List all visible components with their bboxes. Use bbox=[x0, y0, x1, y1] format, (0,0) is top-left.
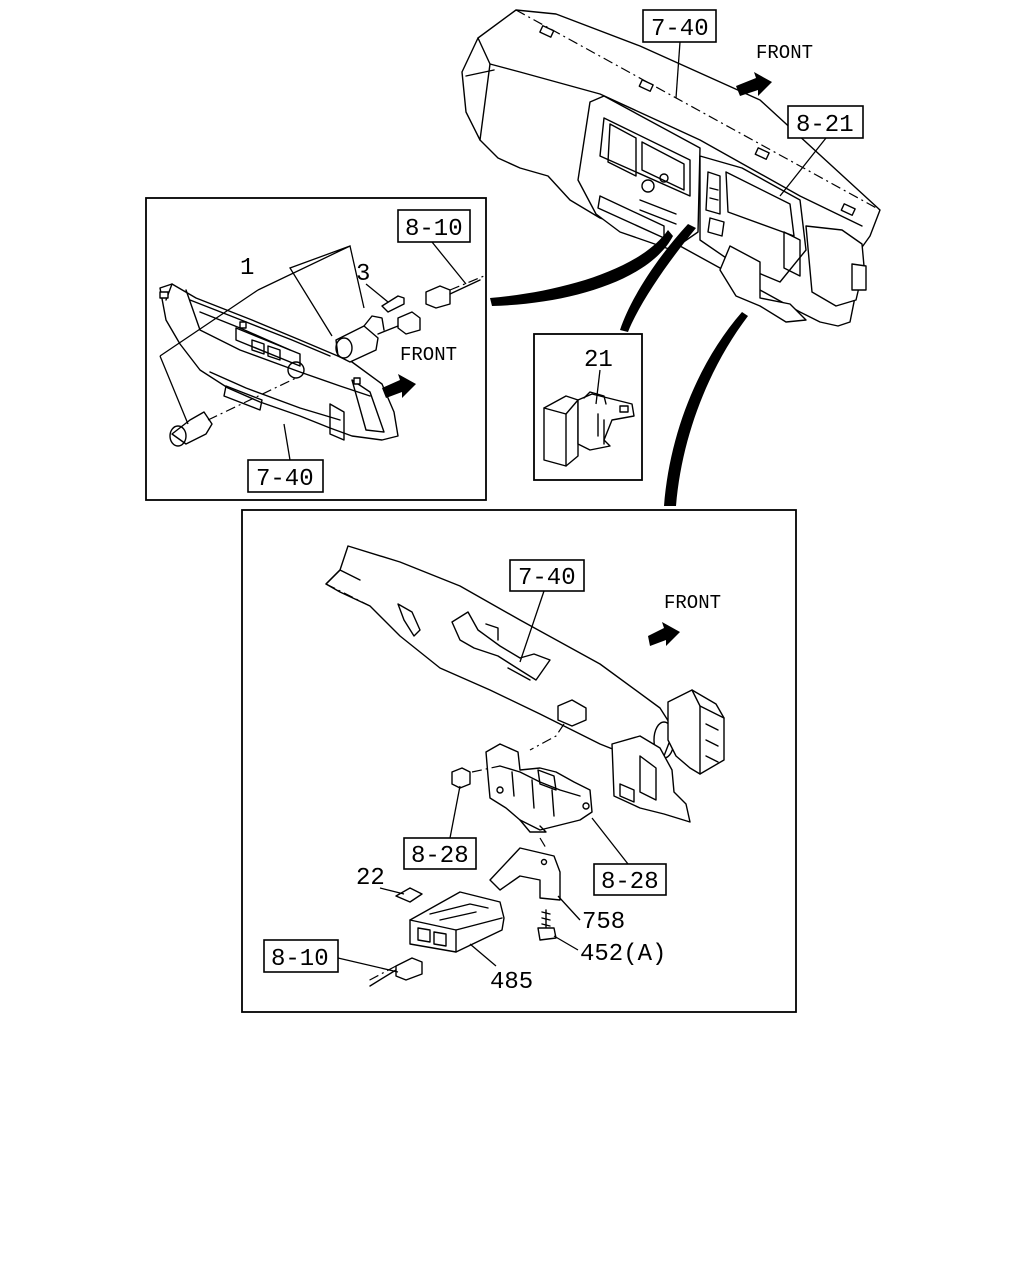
bulb bbox=[381, 295, 405, 313]
ref-box-relay-harness bbox=[263, 939, 339, 973]
bolt-bottom bbox=[537, 909, 557, 941]
ref-cross-beam: 7-40 bbox=[518, 565, 576, 592]
frame-switch-detail bbox=[533, 333, 643, 481]
harness-connector bbox=[425, 275, 485, 309]
leader-panel-harness bbox=[431, 241, 467, 285]
leader-cross-beam bbox=[519, 590, 545, 663]
dashboard-overview-illustration bbox=[461, 9, 881, 327]
switch-panel-illustration bbox=[159, 283, 399, 441]
ref-panel-dash: 7-40 bbox=[256, 466, 314, 493]
ref-meter: 8-21 bbox=[796, 112, 854, 139]
callout-to-switch-panel bbox=[490, 230, 673, 306]
ref-box-panel-dash bbox=[247, 459, 324, 493]
blower-unit bbox=[667, 689, 725, 775]
label-plate bbox=[395, 887, 423, 903]
leader-socket-knob bbox=[159, 355, 189, 425]
leader-relay-harness bbox=[337, 957, 399, 973]
part-number-socket: 1 bbox=[240, 255, 254, 282]
leader-socket bbox=[159, 245, 365, 357]
part-number-bracket: 758 bbox=[582, 909, 625, 936]
cigarette-lighter-socket bbox=[335, 315, 385, 363]
leader-panel-dash bbox=[283, 423, 291, 461]
connector-small bbox=[377, 311, 421, 335]
part-number-module: 485 bbox=[490, 969, 533, 996]
mounting-bracket-right bbox=[611, 735, 691, 823]
leader-bracket-right bbox=[591, 817, 629, 865]
ref-bracket-right: 8-28 bbox=[601, 869, 659, 896]
front-arrow-panel bbox=[382, 374, 416, 398]
part-number-bolt: 452(A) bbox=[580, 941, 666, 968]
ref-box-panel-harness bbox=[397, 209, 471, 243]
relay-bracket bbox=[489, 847, 561, 901]
leader-bracket bbox=[557, 895, 581, 921]
assembly-line-knob bbox=[207, 377, 297, 421]
frame-module-detail bbox=[241, 509, 797, 1013]
switch-illustration bbox=[543, 391, 635, 467]
frame-switch-panel-detail bbox=[145, 197, 487, 501]
ref-box-cross-beam bbox=[509, 559, 585, 592]
bolt-left bbox=[451, 767, 471, 789]
part-number-bulb: 3 bbox=[356, 261, 370, 288]
ref-box-dash-top bbox=[642, 9, 717, 43]
leader-dash-top bbox=[675, 41, 681, 99]
front-arrow-top bbox=[736, 72, 772, 96]
part-number-label: 22 bbox=[356, 865, 385, 892]
leader-bracket-left bbox=[449, 785, 461, 839]
leader-switch bbox=[595, 369, 601, 405]
ref-bracket-left: 8-28 bbox=[411, 843, 469, 870]
leader-meter bbox=[779, 137, 827, 197]
leader-label bbox=[379, 887, 405, 895]
front-label-lower: FRONT bbox=[664, 592, 721, 614]
front-label-top: FRONT bbox=[756, 42, 813, 64]
leader-bolt bbox=[553, 935, 579, 951]
leader-bulb bbox=[365, 283, 389, 303]
relay-bracket-assembly bbox=[471, 743, 593, 849]
ref-panel-harness: 8-10 bbox=[405, 216, 463, 243]
callout-to-relay-frame bbox=[664, 312, 748, 506]
ref-relay-harness: 8-10 bbox=[271, 946, 329, 973]
front-label-panel: FRONT bbox=[400, 344, 457, 366]
ref-dash-top: 7-40 bbox=[651, 16, 709, 43]
part-number-switch: 21 bbox=[584, 347, 613, 374]
cross-beam-illustration bbox=[325, 545, 675, 761]
callout-to-switch-21 bbox=[620, 224, 696, 332]
lighter-knob bbox=[169, 411, 213, 447]
front-arrow-lower bbox=[648, 622, 680, 646]
leader-module bbox=[469, 943, 497, 967]
ref-box-bracket-left bbox=[403, 837, 477, 870]
control-module bbox=[409, 891, 505, 953]
beam-stub bbox=[529, 699, 587, 751]
module-connector bbox=[365, 957, 423, 987]
ref-box-bracket-right bbox=[593, 863, 667, 896]
